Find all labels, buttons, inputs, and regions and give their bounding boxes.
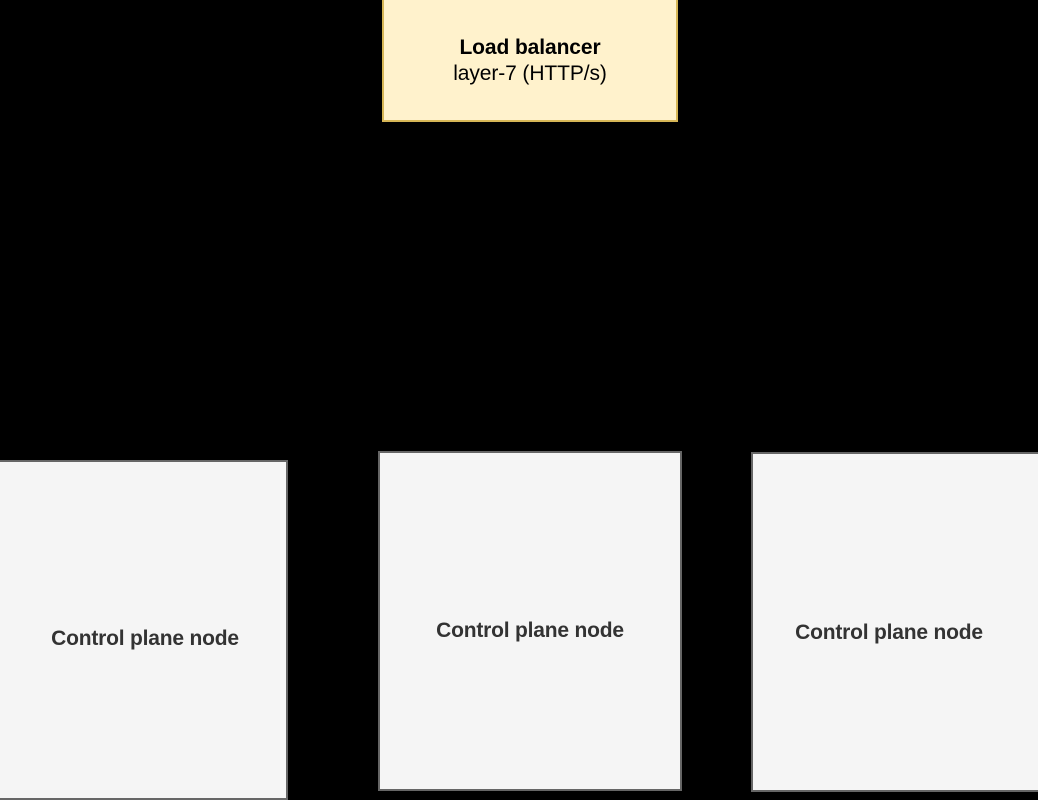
load-balancer-title: Load balancer [459, 36, 601, 59]
load-balancer-node[interactable]: Load balancer layer-7 (HTTP/s) [382, 0, 678, 122]
control-plane-node-3[interactable]: Control plane node [751, 452, 1038, 792]
control-plane-node-3-label: Control plane node [795, 621, 983, 644]
control-plane-node-1-label: Control plane node [51, 627, 239, 650]
control-plane-node-1[interactable]: Control plane node [0, 460, 288, 800]
control-plane-node-2-label: Control plane node [436, 619, 624, 642]
control-plane-node-2[interactable]: Control plane node [378, 451, 682, 791]
load-balancer-subtitle: layer-7 (HTTP/s) [453, 62, 607, 85]
